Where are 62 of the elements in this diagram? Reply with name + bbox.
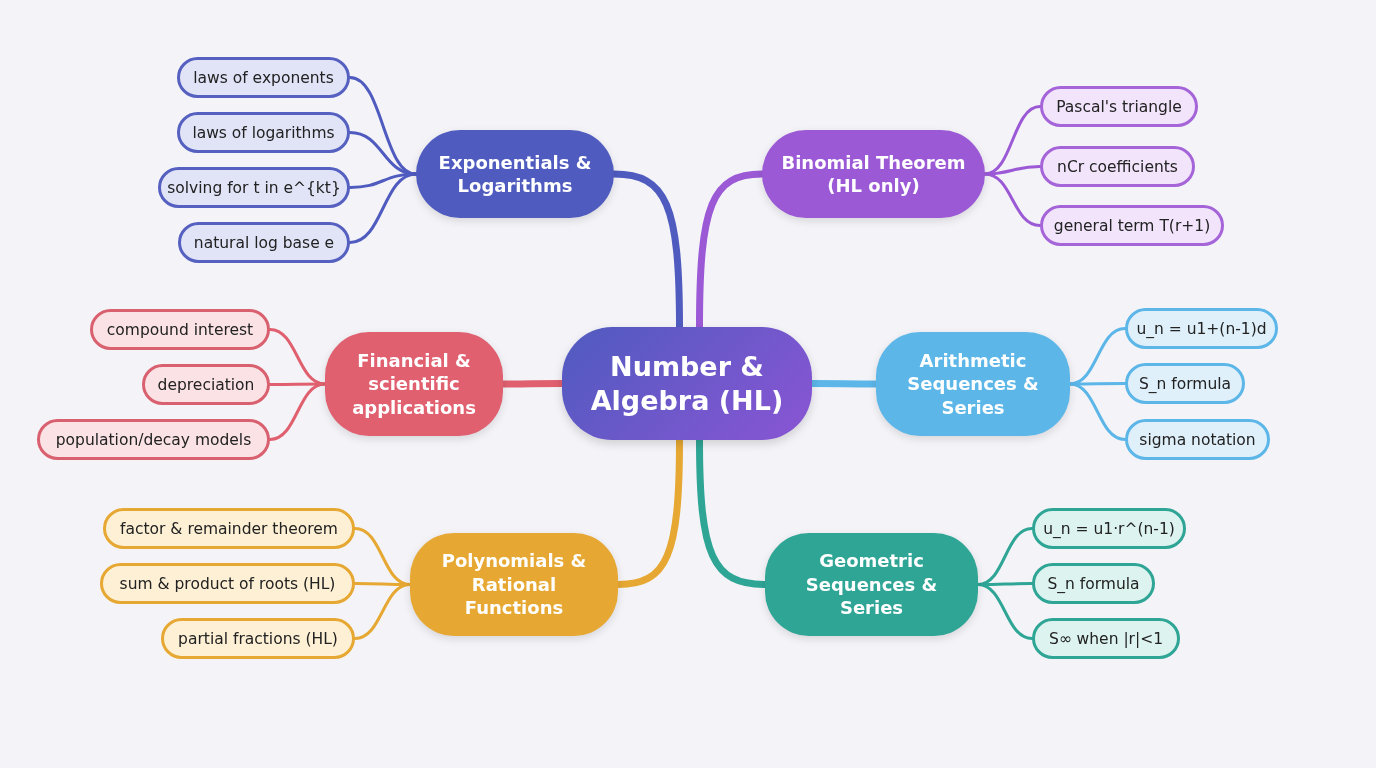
topic-text: Geometric Sequences & Series xyxy=(804,549,939,620)
connector xyxy=(983,172,1042,227)
topic-text: Arithmetic Sequences & Series xyxy=(906,348,1040,420)
subtopic-pill xyxy=(1032,508,1186,549)
topic-text: Exponentials & Logarithms xyxy=(437,150,593,198)
subtopic-pill xyxy=(37,419,270,460)
subtopic-pill xyxy=(1040,86,1198,127)
topic-text: laws of logarithms xyxy=(192,123,335,142)
subtopic-pill xyxy=(178,222,350,263)
topic-text: u_n = u1·r^(n-1) xyxy=(1043,519,1175,538)
topic-text: partial fractions (HL) xyxy=(178,629,338,648)
topic-text: sum & product of roots (HL) xyxy=(119,574,336,593)
topic-box xyxy=(410,533,618,636)
subtopic-pill xyxy=(1125,419,1270,460)
topic-text: S_n formula xyxy=(1138,374,1232,393)
topic-text: Number & Algebra (HL) xyxy=(589,349,785,418)
subtopic-pill xyxy=(1125,308,1278,349)
subtopic-pill xyxy=(1040,146,1195,187)
topic-text: u_n = u1+(n-1)d xyxy=(1136,319,1267,338)
subtopic-pill xyxy=(100,563,355,604)
subtopic-pill xyxy=(1040,205,1224,246)
connector xyxy=(983,165,1042,176)
topic-text: Pascal's triangle xyxy=(1056,97,1182,116)
topic-text: Polynomials & Rational Functions xyxy=(440,549,588,620)
subtopic-pill xyxy=(1032,563,1155,604)
topic-text: natural log base e xyxy=(193,233,335,252)
topic-text: solving for t in e^{kt} xyxy=(167,178,341,197)
connector xyxy=(1068,382,1127,386)
subtopic-pill xyxy=(1125,363,1245,404)
topic-text: compound interest xyxy=(106,320,254,339)
subtopic-pill xyxy=(142,364,270,405)
subtopic-pill xyxy=(161,618,355,659)
topic-text: Financial & scientific applications xyxy=(351,348,477,420)
topic-text: factor & remainder theorem xyxy=(120,519,338,538)
subtopic-pill xyxy=(177,57,350,98)
topic-text: nCr coefficients xyxy=(1057,157,1178,176)
connector xyxy=(976,583,1034,640)
connector xyxy=(348,131,418,176)
central-topic xyxy=(562,327,812,440)
topic-text: S∞ when |r|<1 xyxy=(1048,629,1164,648)
subtopic-pill xyxy=(90,309,270,350)
subtopic-pill xyxy=(103,508,355,549)
topic-box xyxy=(762,130,985,218)
connector xyxy=(348,172,418,244)
connector xyxy=(1068,382,1127,441)
connector xyxy=(268,382,327,441)
topic-text: population/decay models xyxy=(55,430,252,449)
topic-box xyxy=(416,130,614,218)
topic-text: Binomial Theorem (HL only) xyxy=(780,150,967,198)
topic-box xyxy=(765,533,978,636)
topic-text: depreciation xyxy=(157,375,255,394)
subtopic-pill xyxy=(158,167,350,208)
connector xyxy=(353,583,412,640)
topic-text: S_n formula xyxy=(1047,574,1140,593)
topic-text: general term T(r+1) xyxy=(1053,216,1211,235)
topic-text: sigma notation xyxy=(1139,430,1256,449)
subtopic-pill xyxy=(177,112,350,153)
subtopic-pill xyxy=(1032,618,1180,659)
topic-box xyxy=(876,332,1070,436)
topic-text: laws of exponents xyxy=(193,68,334,87)
connector xyxy=(268,328,327,386)
topic-box xyxy=(325,332,503,436)
